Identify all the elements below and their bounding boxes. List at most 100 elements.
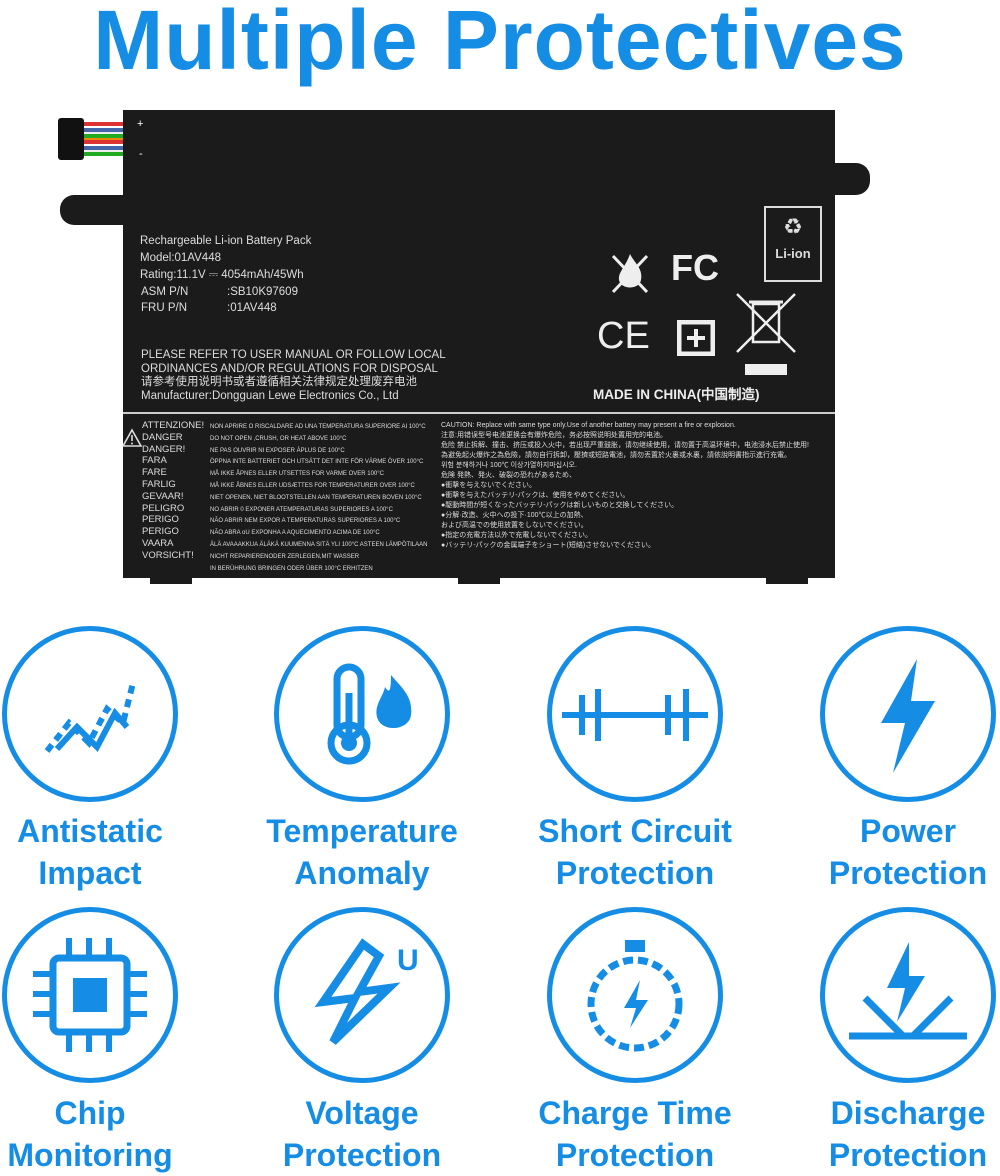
caution-line: 危険 発熱、発火、破裂の恐れがあるため、 <box>441 472 576 479</box>
weee-bin-icon <box>736 293 796 353</box>
feature-label-line1: Discharge <box>830 1095 986 1131</box>
warning-keyword: PELIGRO <box>142 502 185 514</box>
warning-keyword: FARLIG <box>142 478 176 490</box>
caution-line: ●駆動時間が短くなったバッテリ-パックは新しいものと交換してください。 <box>441 502 679 509</box>
feature-badge <box>274 626 450 802</box>
warning-line: VAARA ÄLÄ AVAAAKKUA ÄLÄKÄ KUUMENNA SITÄ Y… <box>142 537 428 551</box>
warning-text: NE PAS OUVRIR NI EXPOSER ÀPLUS DE 100°C <box>210 447 345 454</box>
feature-badge <box>820 907 996 1083</box>
weee-bar <box>745 364 787 375</box>
feature-label-line2: Protection <box>828 1137 988 1173</box>
multilingual-warnings: ATTENZIONE!NON APRIRE O RISCALDARE AD UN… <box>142 420 428 574</box>
minus-terminal: - <box>139 148 143 160</box>
feature-label-line2: Protection <box>555 855 715 891</box>
feature-badge <box>820 626 996 802</box>
feature-label-line2: Protection <box>828 855 988 891</box>
chip-icon <box>33 938 147 1052</box>
warning-line: GEVAAR! NIET OPENEN, NIET BLOOTSTELLEN AA… <box>142 490 428 504</box>
fcc-mark: FC <box>671 247 719 288</box>
warning-text: DO NOT OPEN ,CRUSH, OR HEAT ABOVE 100°C <box>210 435 347 442</box>
battery-foot <box>150 576 192 584</box>
battery-type: Rechargeable Li-ion Battery Pack <box>140 235 312 247</box>
warning-text: NON APRIRE O RISCALDARE AD UNA TEMPERATU… <box>210 424 426 430</box>
made-in-china: MADE IN CHINA(中国制造) <box>593 387 760 402</box>
battery-rating: Rating:11.1V ⎓ 4054mAh/45Wh <box>140 269 304 281</box>
disposal-line: ORDINANCES AND/OR REGULATIONS FOR DISPOS… <box>141 362 438 375</box>
fru-label: FRU P/N <box>141 302 187 314</box>
warning-keyword: FARE <box>142 467 167 479</box>
warning-text: NIET OPENEN, NIET BLOOTSTELLEN AAN TEMPE… <box>210 494 422 501</box>
warning-keyword: PERIGO <box>142 514 179 526</box>
caution-line: ●バッテリ-パックの金属端子をショート(短絡)させないでください。 <box>441 542 656 549</box>
warning-keyword: GEVAAR! <box>142 490 184 502</box>
disposal-notice: PLEASE REFER TO USER MANUAL OR FOLLOW LO… <box>141 349 446 403</box>
warning-text: MÅ IKKE ÅPNES ELLER UTSETTES FOR VARME O… <box>210 471 384 478</box>
warning-line: DANGER! NE PAS OUVRIR NI EXPOSER ÀPLUS DE… <box>142 443 428 457</box>
ce-mark: CE <box>597 315 650 357</box>
battery-tab-right <box>834 163 870 195</box>
li-ion-recycle-icon: ♻ Li-ion <box>764 206 822 282</box>
feature-label-line1: Short Circuit <box>538 813 732 849</box>
feature-badge <box>2 626 178 802</box>
caution-line: ●分解·改造、火中への投下·100℃以上の加熱、 <box>441 512 588 519</box>
warning-text: IN BERÜHRUNG BRINGEN ODER ÜBER 100°C ERH… <box>210 565 373 572</box>
feature-badge <box>547 626 723 802</box>
discharge-icon <box>849 942 967 1040</box>
thermometer-flame-icon <box>327 663 412 765</box>
svg-text:U: U <box>397 944 419 977</box>
warning-text: NÃO ABRIR NEM EXPOR A TEMPERATURAS SUPER… <box>210 518 401 525</box>
antistatic-icon <box>44 682 136 753</box>
recycle-symbol-icon <box>677 320 715 356</box>
feature-label-line1: Charge Time <box>538 1095 732 1131</box>
caution-line: ●指定の充電方法以外で充電しないでください。 <box>441 532 593 539</box>
battery-foot <box>766 576 808 584</box>
asm-label: ASM P/N <box>141 286 189 298</box>
stopwatch-icon <box>587 940 683 1052</box>
battery-connector <box>58 118 84 160</box>
feature-label-line1: Chip <box>54 1095 126 1131</box>
plus-terminal: + <box>137 118 144 130</box>
warning-line: FARA ÖPPNA INTE BATTERIET OCH UTSÄTT DET … <box>142 456 428 468</box>
warning-keyword: DANGER! <box>142 443 186 455</box>
warning-text: ÖPPNA INTE BATTERIET OCH UTSÄTT DET INTE… <box>210 459 424 466</box>
voltage-icon: U <box>314 938 419 1045</box>
battery-foot <box>458 576 500 584</box>
disposal-line: 请参考使用说明书或者遵循相关法律规定处理废弃电池 <box>141 376 417 388</box>
warning-keyword: FARA <box>142 455 167 467</box>
warning-keyword: VAARA <box>142 537 174 549</box>
manufacturer: Manufacturer:Dongguan Lewe Electronics C… <box>141 389 399 402</box>
lightning-bolt-icon <box>881 659 935 773</box>
fru-value: :01AV448 <box>227 302 277 314</box>
warning-text: ÄLÄ AVAAAKKUA ÄLÄKÄ KUUMENNA SITÄ YLI 10… <box>210 541 428 548</box>
caution-line: CAUTION: Replace with same type only.Use… <box>441 422 736 429</box>
caution-text: CAUTION: Replace with same type only.Use… <box>441 421 809 551</box>
warning-triangle-icon <box>121 428 143 447</box>
page-title: Multiple Protectives <box>93 0 907 87</box>
feature-badge: U <box>274 907 450 1083</box>
warning-line: FARE MÅ IKKE ÅPNES ELLER UTSETTES FOR VAR… <box>142 467 428 480</box>
warning-line: PERIGO NÃO ABRIR NEM EXPOR A TEMPERATURAS… <box>142 515 428 527</box>
warning-line: ATTENZIONE!NON APRIRE O RISCALDARE AD UN… <box>142 420 428 433</box>
battery-pack: + - Rechargeable Li-ion Battery Pack Mod… <box>121 110 835 578</box>
warning-text: NICHT REPARIERENODER ZERLEGEN,MIT WASSER <box>210 553 360 560</box>
caution-line: 위험 분해하거나 100℃ 이상가열하지마십시오. <box>441 462 577 469</box>
feature-label-line1: Power <box>859 813 957 849</box>
battery-model: Model:01AV448 <box>140 252 221 264</box>
battery-wires <box>84 122 124 156</box>
feature-label-line2: Protection <box>555 1137 715 1173</box>
caution-line: 注意:用错误型号电池更换会有爆炸危险，务必按照说明处置用完的电池。 <box>441 432 667 439</box>
asm-value: :SB10K97609 <box>227 286 298 298</box>
feature-badge <box>2 907 178 1083</box>
label-divider <box>123 412 835 414</box>
caution-line: ●衝撃を与えないでください。 <box>441 482 537 489</box>
caution-line: ●衝撃を与えたバッテリ-パックは、使用をやめてください。 <box>441 492 630 499</box>
